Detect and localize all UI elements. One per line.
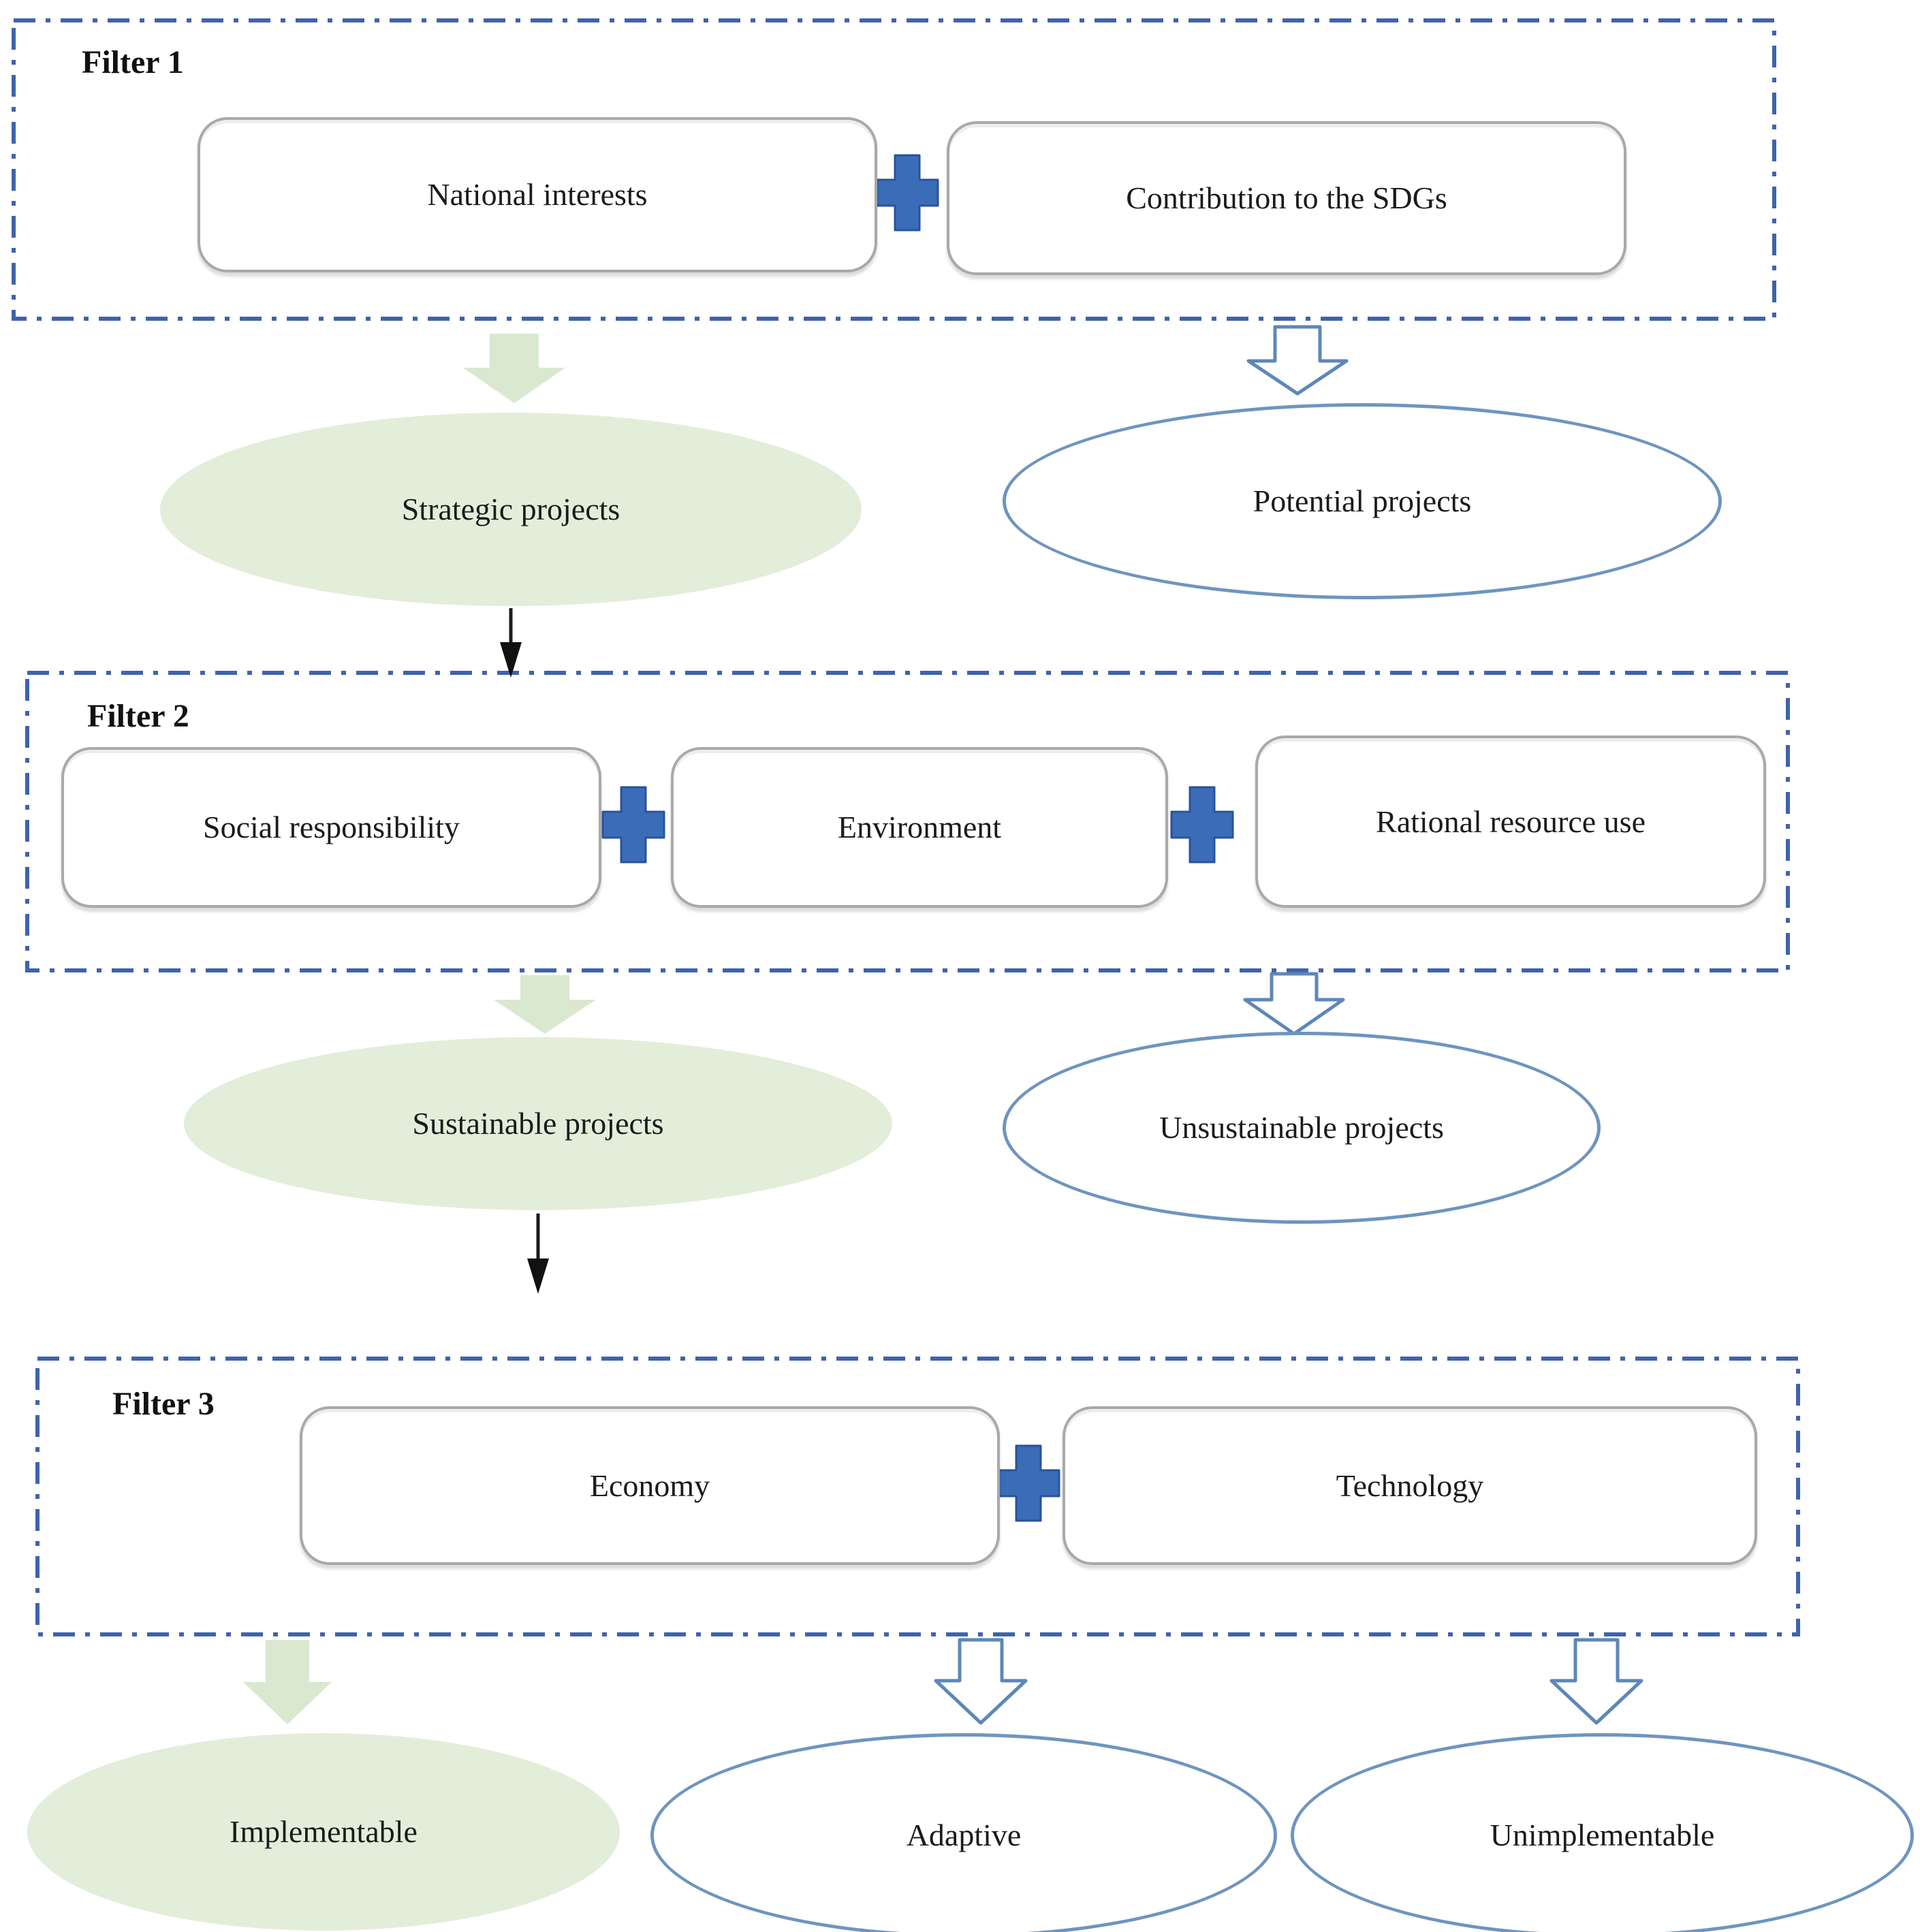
- filter-2-frame: [25, 671, 1790, 972]
- down-arrow-outline-blue-icon: [1243, 972, 1345, 1036]
- outcome-strategic-projects: Strategic projects: [160, 413, 862, 606]
- filter-3-frame: [35, 1357, 1800, 1636]
- outcome-adaptive: Adaptive: [650, 1733, 1277, 1932]
- filter-2-label: Filter 2: [87, 698, 189, 734]
- filter-1-frame: [12, 18, 1776, 321]
- outcome-unimplementable: Unimplementable: [1291, 1733, 1914, 1932]
- down-arrow-outline-blue-icon: [934, 1638, 1028, 1725]
- criterion-economy: Economy: [300, 1406, 1000, 1565]
- outcome-unsustainable-projects: Unsustainable projects: [1003, 1032, 1601, 1224]
- down-arrow-solid-green-icon: [243, 1640, 332, 1724]
- down-arrow-thin-black-icon: [527, 1214, 549, 1294]
- outcome-sustainable-projects: Sustainable projects: [184, 1037, 892, 1210]
- down-arrow-outline-blue-icon: [1246, 325, 1349, 396]
- down-arrow-solid-green-icon: [463, 334, 565, 403]
- down-arrow-solid-green-icon: [494, 975, 596, 1034]
- criterion-technology: Technology: [1063, 1406, 1757, 1565]
- arrow-head: [500, 642, 522, 678]
- filter-3-label: Filter 3: [112, 1386, 215, 1422]
- criterion-rational-resource-use: Rational resource use: [1255, 735, 1766, 908]
- plus-icon: [601, 786, 665, 864]
- criterion-contribution-sdgs: Contribution to the SDGs: [947, 121, 1626, 275]
- down-arrow-outline-blue-icon: [1549, 1638, 1643, 1725]
- outcome-implementable: Implementable: [27, 1733, 620, 1931]
- outcome-unsustainable-projects-label: Unsustainable projects: [1159, 1109, 1444, 1145]
- plus-icon: [996, 1444, 1060, 1522]
- down-arrow-thin-black-icon: [500, 608, 522, 678]
- plus-icon: [1170, 786, 1234, 864]
- criterion-national-interests: National interests: [198, 117, 877, 272]
- arrow-head: [527, 1258, 549, 1294]
- plus-icon: [875, 154, 939, 232]
- outcome-potential-projects: Potential projects: [1003, 403, 1722, 599]
- criterion-environment: Environment: [671, 747, 1168, 908]
- criterion-social-responsibility: Social responsibility: [61, 747, 601, 908]
- filter-1-label: Filter 1: [82, 44, 184, 80]
